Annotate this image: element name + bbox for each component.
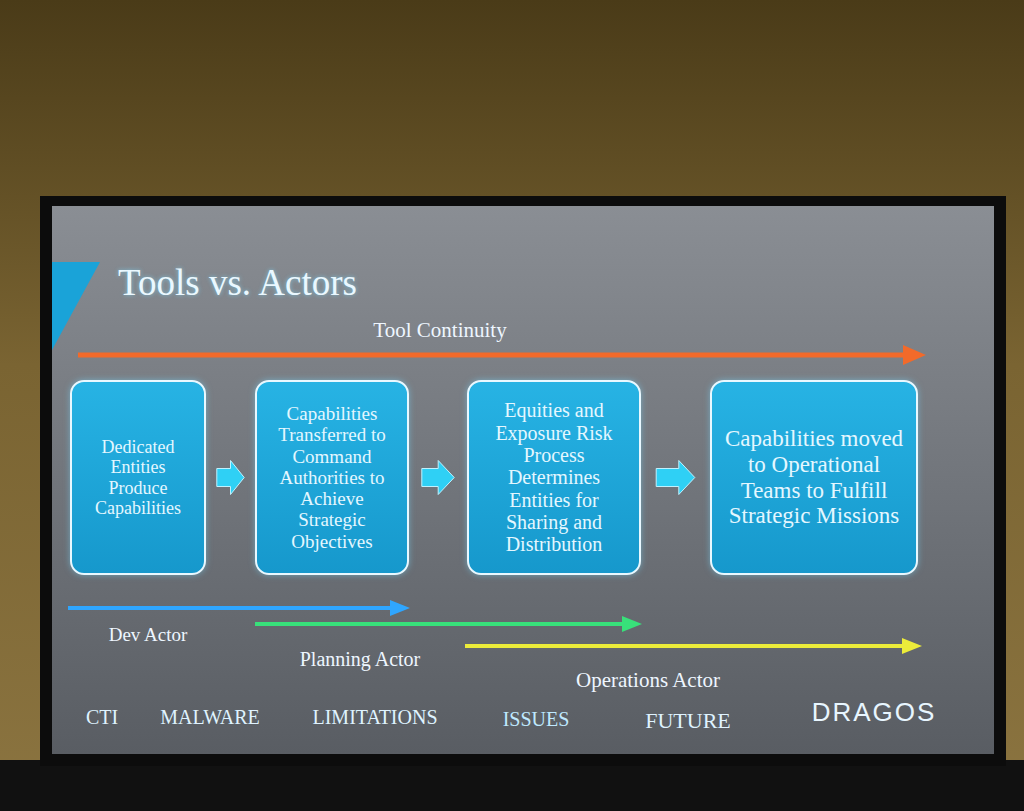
screen-frame [40, 196, 1006, 766]
curtain [0, 760, 1024, 811]
actor-label: Operations Actor [576, 668, 720, 692]
arrowhead [903, 345, 926, 365]
actor-label: Planning Actor [300, 648, 421, 671]
nav-item: ISSUES [503, 708, 570, 731]
arrowhead [622, 616, 642, 632]
logo-text: DRAGOS [812, 698, 937, 728]
nav-item: CTI [86, 706, 118, 729]
process-box: Capabilities Transferred to Command Auth… [255, 380, 409, 575]
arrowhead [902, 638, 922, 654]
corner-triangle [52, 262, 100, 350]
box-text: Capabilities Transferred to Command Auth… [267, 403, 397, 552]
dev-actor-line [68, 606, 392, 610]
nav-item: MALWARE [160, 706, 260, 729]
process-box: Equities and Exposure Risk Process Deter… [467, 380, 641, 575]
block-arrow [217, 461, 244, 495]
box-text: Dedicated Entities Produce Capabilities [82, 437, 194, 518]
nav-item: LIMITATIONS [312, 706, 437, 729]
tool-continuity-line [78, 353, 905, 358]
slide-area [52, 206, 994, 754]
line-label: Tool Continuity [373, 318, 506, 342]
process-box: Dedicated Entities Produce Capabilities [70, 380, 206, 575]
slide-title: Tools vs. Actors [118, 262, 357, 305]
block-arrow [422, 461, 454, 495]
actor-label: Dev Actor [109, 624, 188, 646]
arrowhead [390, 600, 410, 616]
operations-actor-line [465, 644, 904, 648]
nav-item: FUTURE [645, 708, 731, 733]
box-text: Equities and Exposure Risk Process Deter… [479, 399, 629, 556]
process-box: Capabilities moved to Operational Teams … [710, 380, 918, 575]
box-text: Capabilities moved to Operational Teams … [722, 426, 906, 529]
block-arrow [656, 461, 695, 495]
planning-actor-line [255, 622, 624, 626]
